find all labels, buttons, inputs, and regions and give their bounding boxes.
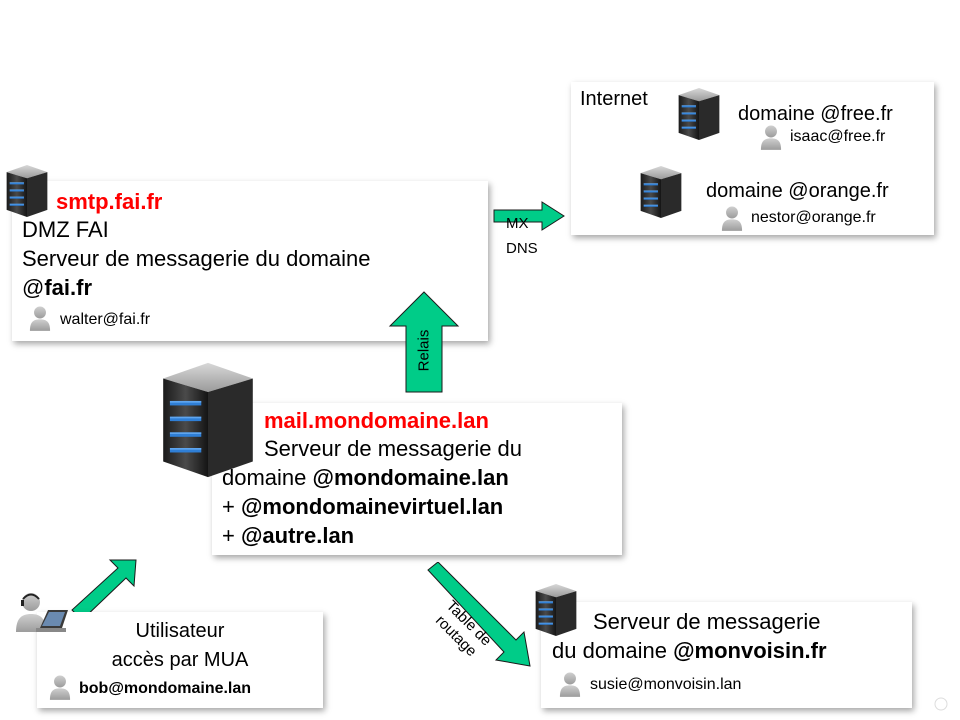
user-icon	[721, 205, 743, 231]
utilisateur-box: Utilisateur accès par MUA bob@mondomaine…	[37, 612, 323, 708]
monvoisin-server-box: Serveur de messagerie du domaine @monvoi…	[541, 602, 912, 708]
server-icon	[635, 164, 687, 220]
mondomaine-line3: + @mondomainevirtuel.lan	[222, 494, 503, 520]
internet-box: Internet domaine @free.fr isaac@free.fr …	[571, 82, 934, 235]
mondomaine-line1: Serveur de messagerie du	[264, 436, 523, 461]
user-icon	[49, 674, 71, 700]
orange-user: nestor@orange.fr	[751, 209, 876, 226]
mondomaine-line3-prefix: +	[222, 494, 241, 519]
mua-arrow-icon	[71, 559, 137, 621]
slide-corner-icon	[934, 697, 948, 711]
free-domain: domaine @free.fr	[738, 103, 893, 125]
server-icon	[530, 582, 582, 638]
monvoisin-line1: Serveur de messagerie	[593, 609, 821, 634]
laptop-user-icon	[16, 593, 68, 632]
dns-label: DNS	[506, 240, 538, 257]
mondomaine-line4-bold: @autre.lan	[240, 523, 355, 548]
monvoisin-line2-bold: @monvoisin.fr	[673, 638, 827, 663]
orange-domain: domaine @orange.fr	[706, 180, 889, 202]
mondomaine-line3-bold: @mondomainevirtuel.lan	[240, 494, 504, 519]
monvoisin-user: susie@monvoisin.lan	[590, 676, 742, 693]
monvoisin-line2: du domaine @monvoisin.fr	[552, 638, 827, 664]
monvoisin-line2-prefix: du domaine	[552, 638, 674, 663]
fai-server-box: smtp.fai.fr DMZ FAI Serveur de messageri…	[12, 181, 488, 341]
server-icon	[152, 358, 264, 482]
internet-title: Internet	[580, 88, 648, 110]
fai-domain-bold: fai.fr	[44, 275, 93, 300]
fai-line2: Serveur de messagerie du domaine	[22, 246, 371, 271]
free-user: isaac@free.fr	[790, 128, 886, 145]
utilisateur-line1: Utilisateur	[135, 620, 225, 642]
server-icon	[673, 86, 725, 142]
utilisateur-line2: accès par MUA	[111, 649, 249, 671]
fai-hostname: smtp.fai.fr	[56, 189, 163, 214]
relais-arrow-icon	[388, 291, 460, 393]
utilisateur-user: bob@mondomaine.lan	[79, 680, 252, 697]
fai-user: walter@fai.fr	[60, 311, 151, 328]
relais-label: Relais	[415, 329, 433, 372]
mx-label: MX	[506, 215, 529, 232]
mondomaine-line4-prefix: +	[222, 523, 241, 548]
mondomaine-line2-bold: @mondomaine.lan	[312, 465, 509, 490]
user-icon	[29, 305, 51, 331]
mondomaine-line2: domaine @mondomaine.lan	[222, 465, 509, 491]
server-icon	[1, 163, 53, 219]
mx-arrow-icon	[493, 201, 565, 231]
routage-arrow-icon	[427, 562, 531, 667]
fai-line1: DMZ FAI	[22, 217, 109, 242]
mondomaine-server-box: mail.mondomaine.lan Serveur de messageri…	[212, 403, 622, 555]
fai-domain: @fai.fr	[22, 275, 92, 301]
mondomaine-hostname: mail.mondomaine.lan	[264, 408, 489, 433]
user-icon	[760, 124, 782, 150]
mondomaine-line4: + @autre.lan	[222, 523, 354, 549]
fai-domain-prefix: @	[22, 275, 45, 300]
user-icon	[559, 671, 581, 697]
mondomaine-line2-prefix: domaine	[222, 465, 313, 490]
